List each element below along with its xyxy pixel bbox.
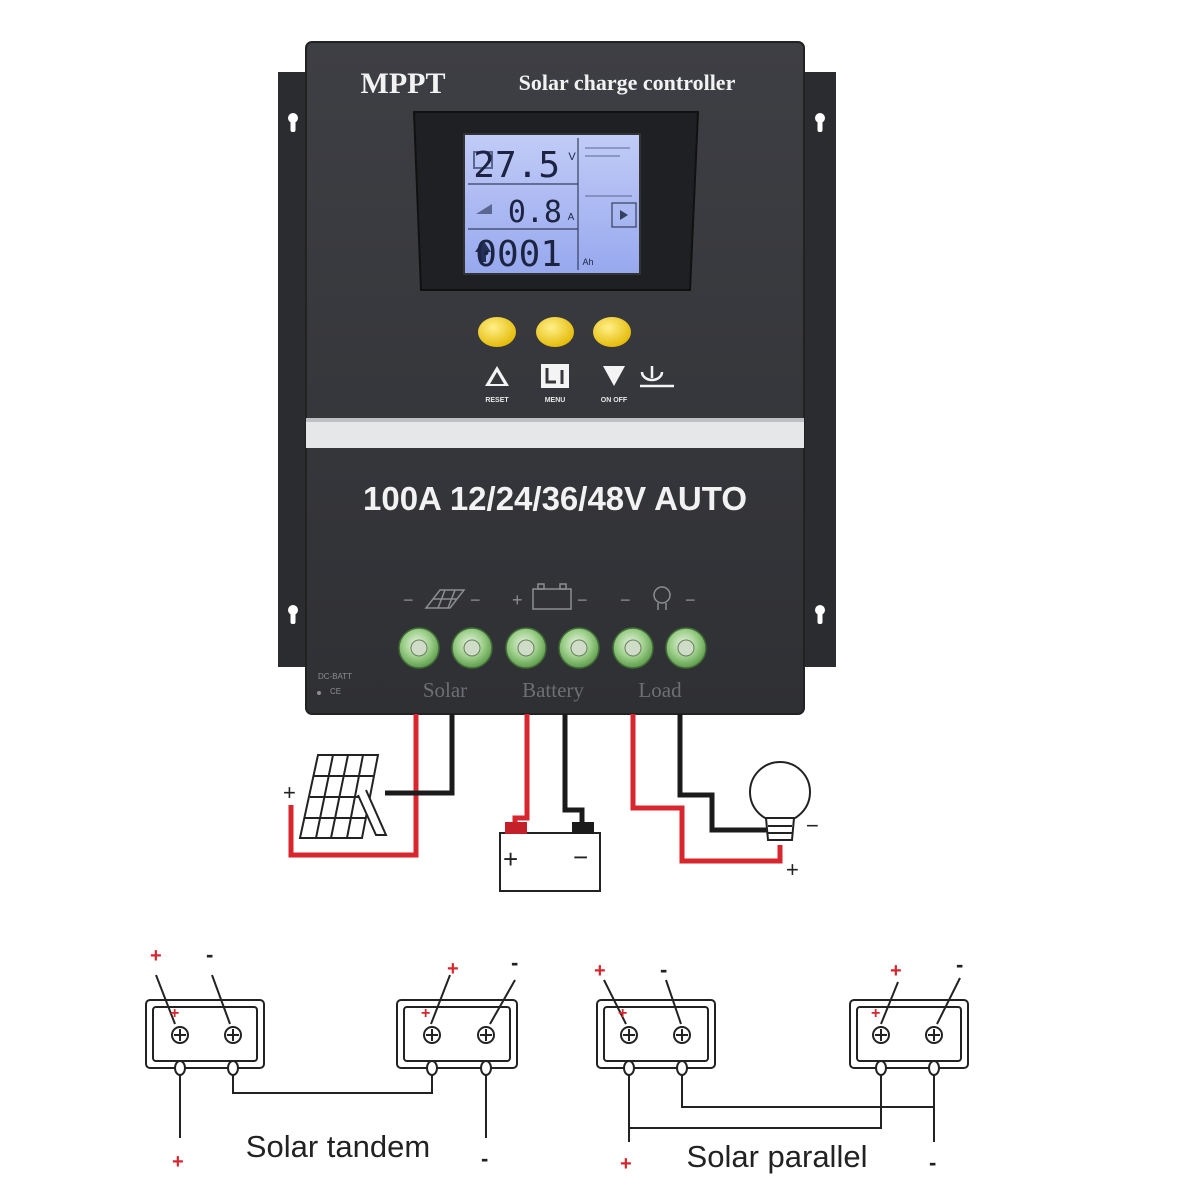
brand-label: MPPT (361, 67, 446, 100)
tandem-output-plus: + (172, 1151, 184, 1173)
mounting-hole-icon (288, 113, 825, 624)
terminal-minus-icon (673, 1026, 943, 1044)
menu-button[interactable] (536, 317, 574, 347)
parallel-plus-label: + (594, 960, 606, 982)
on-off-button-label: ON OFF (601, 397, 628, 404)
load-positive-terminal[interactable] (612, 627, 654, 669)
solar-panel-symbol-icon: − − (403, 589, 481, 610)
lcd-voltage-value: 27.5 (473, 145, 560, 186)
wiring (288, 714, 783, 864)
rating-label: 100A 12/24/36/48V AUTO (363, 480, 747, 517)
svg-text:−: − (470, 590, 481, 610)
menu-button-label: MENU (545, 397, 566, 404)
parallel-output-plus: + (620, 1153, 632, 1175)
tandem-output-minus: - (481, 1146, 488, 1171)
load-minus-sign: − (806, 813, 819, 838)
solar-positive-wire (288, 714, 419, 858)
solar-positive-terminal[interactable] (398, 627, 440, 669)
parallel-plus-mark-2: + (871, 1005, 880, 1022)
parallel-minus-label: - (660, 957, 667, 982)
lcd-energy-unit: Ah (582, 257, 593, 267)
reset-button-label: RESET (485, 397, 509, 404)
light-bulb-icon (749, 761, 811, 841)
power-icon (640, 366, 674, 388)
tandem-minus-label: - (206, 942, 213, 967)
down-triangle-icon (603, 366, 625, 386)
battery-positive-wire (512, 714, 530, 828)
solar-plus-sign: + (283, 780, 296, 805)
svg-text:−: − (685, 590, 696, 610)
battery-indicator-icon (473, 151, 493, 169)
battery-icon (499, 822, 601, 892)
parallel-output-minus: - (929, 1150, 936, 1175)
load-negative-terminal[interactable] (665, 627, 707, 669)
product-name: Solar charge controller (519, 70, 736, 95)
load-plus-sign: + (786, 857, 799, 882)
corner-mark-top: DC-BATT (318, 672, 352, 681)
tandem-plus-mark-2: + (421, 1005, 430, 1022)
svg-text:−: − (403, 590, 414, 610)
tandem-minus-label-2: - (511, 950, 518, 975)
solar-negative-terminal[interactable] (451, 627, 493, 669)
load-negative-wire (677, 714, 770, 833)
battery-plus-sign: + (503, 844, 518, 874)
solar-parallel-diagram: + + - + + - + - Solar parallel (594, 952, 969, 1175)
lcd-current-value: 0.8 (508, 195, 562, 230)
parallel-plus-label-2: + (890, 960, 902, 982)
terminal-plus-icon (171, 1026, 441, 1044)
on-off-button[interactable] (593, 317, 631, 347)
terminal-plus-icon (620, 1026, 890, 1044)
controller-device: MPPT Solar charge controller 27.5 V 0.8 … (278, 41, 836, 715)
solar-terminal-label: Solar (423, 678, 467, 702)
parallel-minus-label-2: - (956, 952, 963, 977)
tandem-plus-mark: + (170, 1005, 179, 1022)
load-terminal-label: Load (638, 678, 682, 702)
load-positive-wire (630, 714, 783, 864)
battery-positive-terminal[interactable] (505, 627, 547, 669)
lamp-symbol-icon: − − (620, 586, 696, 610)
divider-stripe (306, 418, 804, 448)
up-arrow-icon (475, 240, 491, 262)
svg-text:−: − (620, 590, 631, 610)
battery-symbol-icon: + − (512, 583, 588, 610)
battery-terminal-label: Battery (522, 678, 584, 702)
terminal-minus-icon (224, 1026, 495, 1044)
solar-parallel-caption: Solar parallel (687, 1139, 868, 1174)
menu-icon (541, 364, 569, 388)
up-triangle-icon (485, 366, 509, 386)
solar-tandem-caption: Solar tandem (246, 1129, 430, 1164)
solar-tandem-diagram: + + - + + - + - Solar tandem (145, 942, 518, 1173)
battery-negative-wire (562, 714, 585, 828)
corner-mark-bottom: CE (330, 687, 341, 696)
lcd-voltage-unit: V (568, 151, 576, 163)
svg-text:−: − (577, 590, 588, 610)
panel-indicator-icon (476, 204, 492, 214)
lcd-energy-value: 0001 (475, 234, 562, 275)
solar-negative-wire (385, 714, 455, 796)
lcd-current-unit: A (568, 212, 575, 223)
parallel-plus-mark: + (618, 1005, 627, 1022)
reset-button[interactable] (478, 317, 516, 347)
tandem-plus-label: + (150, 945, 162, 967)
svg-text:+: + (512, 590, 523, 610)
tandem-plus-label-2: + (447, 958, 459, 980)
solar-panel-icon (298, 754, 388, 839)
battery-minus-sign: − (573, 842, 588, 872)
battery-negative-terminal[interactable] (558, 627, 600, 669)
lcd-screen: 27.5 V 0.8 A 0001 Ah (463, 133, 641, 275)
